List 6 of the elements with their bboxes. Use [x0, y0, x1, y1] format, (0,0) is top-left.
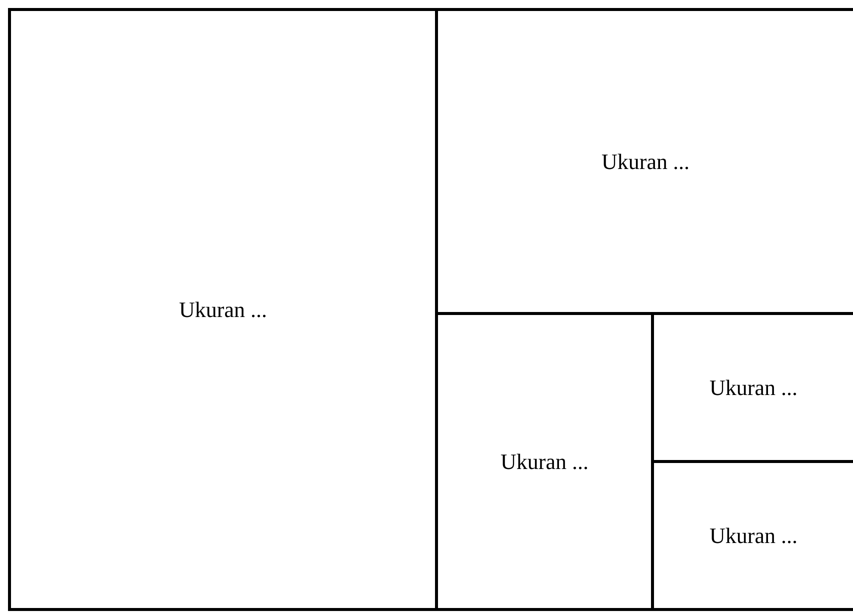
panel-box	[8, 8, 438, 611]
size-label: Ukuran ...	[710, 374, 798, 400]
size-label: Ukuran ...	[500, 448, 588, 474]
size-label: Ukuran ...	[710, 522, 798, 548]
size-label: Ukuran ...	[179, 296, 267, 322]
size-label: Ukuran ...	[602, 148, 690, 174]
